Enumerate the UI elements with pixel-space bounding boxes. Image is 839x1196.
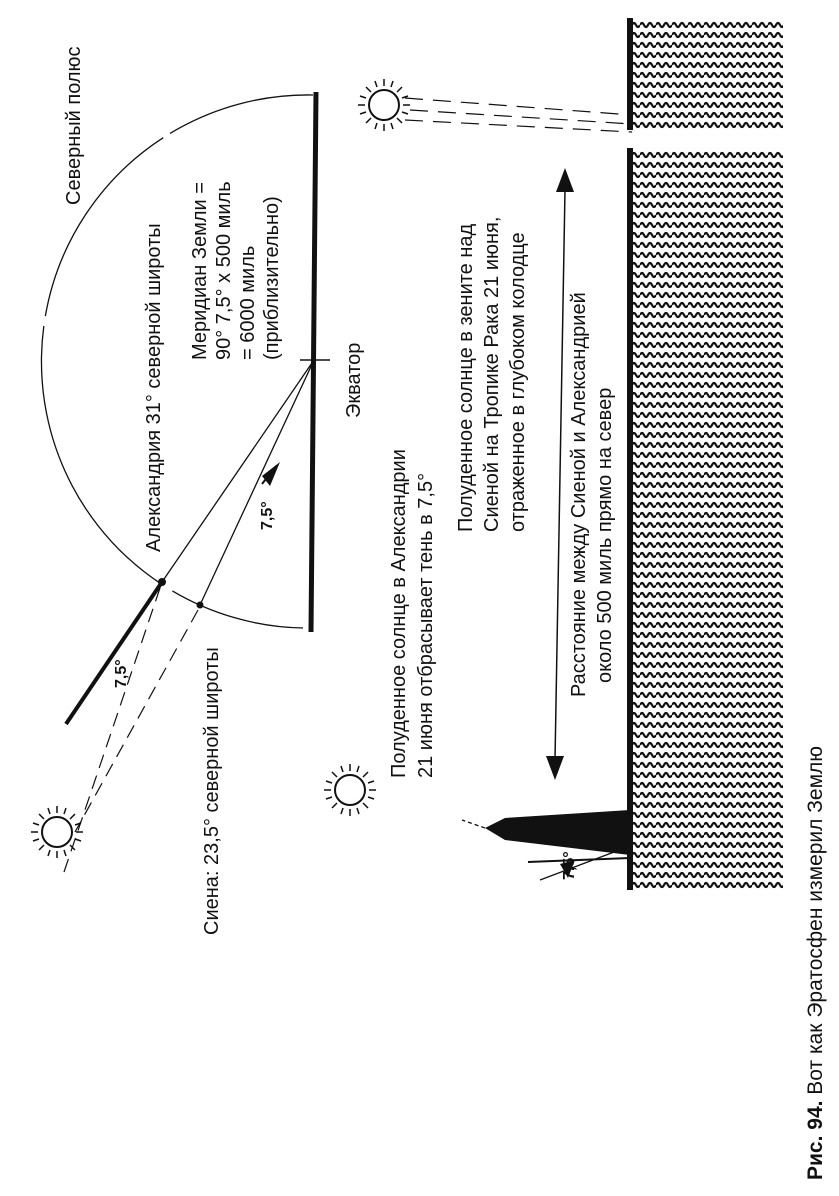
noon-syene-line-2: Сиеной на Тропике Рака 21 июня, [481,217,503,532]
meridian-line-4: (приблизительно) [261,196,283,360]
center-angle-arrowhead [262,462,280,486]
noon-syene-line-1: Полуденное солнце в зените над [455,223,477,532]
well-ray-1 [404,97,633,116]
label-angle-outer: 7,5° [113,659,130,688]
label-alexandria-lat: Александрия 31° северной широты [143,223,165,552]
ground-section [404,18,783,890]
label-angle-center: 7,5° [259,501,276,530]
sun-ray-alexandria [63,587,161,873]
noon-alex-line-1: Полуденное солнце в Александрии [388,449,410,778]
ground-bottom [633,148,783,890]
alexandria-radius [161,359,315,583]
meridian-line-3: = 6000 миль [237,246,259,360]
noon-alex-line-2: 21 июня отбрасывает тень в 7,5° [415,473,437,778]
distance-arrow-top [556,168,574,192]
caption-text: Вот как Эратосфен измерил Землю [804,746,827,1101]
figure-caption: Рис. 94. Вот как Эратосфен измерил Землю [804,746,827,1180]
distance-line-1: Расстояние между Сиеной и Александрией [568,292,590,697]
shadow-ray [539,845,631,881]
earth-outline [40,94,314,629]
earth-quarter [40,91,330,873]
distance-arrow-bottom [546,756,564,780]
label-syene-lat: Сиена: 23,5° северной широты [201,647,223,935]
sun-top-right [357,78,411,132]
obelisk [485,810,630,855]
caption-number: Рис. 94. [804,1101,827,1180]
label-noon-alexandria: Полуденное солнце в Александрии 21 июня … [388,449,437,778]
label-angle-ground: 7,5° [561,851,578,880]
label-north-pole: Северный полюс [63,46,85,205]
well-ray-3 [404,119,633,133]
shadow-line [527,857,631,863]
syene-radius [199,359,315,606]
label-distance: Расстояние между Сиеной и Александрией о… [568,292,616,697]
alexandria-gnomon [64,580,164,726]
meridian-line-1: Меридиан Земли = [189,182,211,360]
ground-top [633,18,783,130]
label-noon-syene: Полуденное солнце в зените над Сиеной на… [455,217,529,532]
sun-ray-syene [74,609,199,833]
distance-line-2: около 500 миль прямо на север [594,388,616,683]
obelisk-tip [461,819,486,829]
meridian-line-2: 90° 7,5° x 500 миль [213,181,235,360]
syene-point [196,601,204,609]
noon-syene-line-3: отраженное в глубоком колодце [507,232,529,532]
label-meridian: Меридиан Земли = 90° 7,5° x 500 миль = 6… [189,181,283,360]
sun-middle-left [323,763,377,817]
ground-angle-arrowhead [560,860,575,878]
distance-arrow-line [554,189,566,761]
label-equator: Экватор [343,343,365,418]
well-ray-2 [409,109,633,125]
alexandria-point [158,578,166,586]
